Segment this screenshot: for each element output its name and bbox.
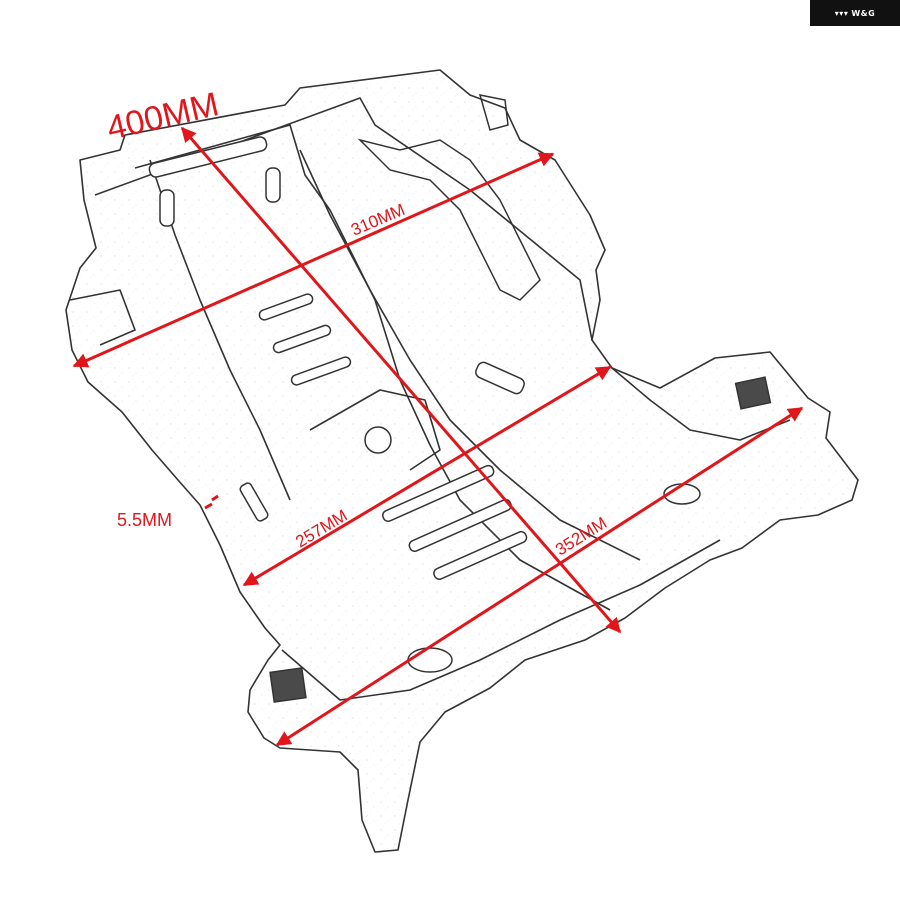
thickness-label: 5.5MM (117, 510, 172, 530)
rear-bracket-hook (478, 94, 509, 131)
dimension-lines (72, 126, 804, 747)
front-hole (407, 647, 453, 673)
center-hole (364, 426, 392, 454)
right-rubber-mount (734, 376, 772, 410)
rear-slot-3 (265, 167, 281, 203)
rear-slot-2 (159, 189, 175, 227)
brand-logo: ▾▾▾ W&G (810, 0, 900, 26)
front-width-arrow (275, 406, 804, 747)
thickness-mark-2 (211, 494, 219, 502)
rear-width-arrow (72, 152, 555, 368)
skid-plate (65, 69, 859, 853)
brand-logo-text: W&G (851, 8, 876, 18)
plate-outline (65, 69, 859, 853)
left-rubber-mount (269, 667, 307, 703)
thickness-mark-1 (204, 502, 213, 510)
brand-logo-mark: ▾▾▾ (834, 8, 849, 18)
